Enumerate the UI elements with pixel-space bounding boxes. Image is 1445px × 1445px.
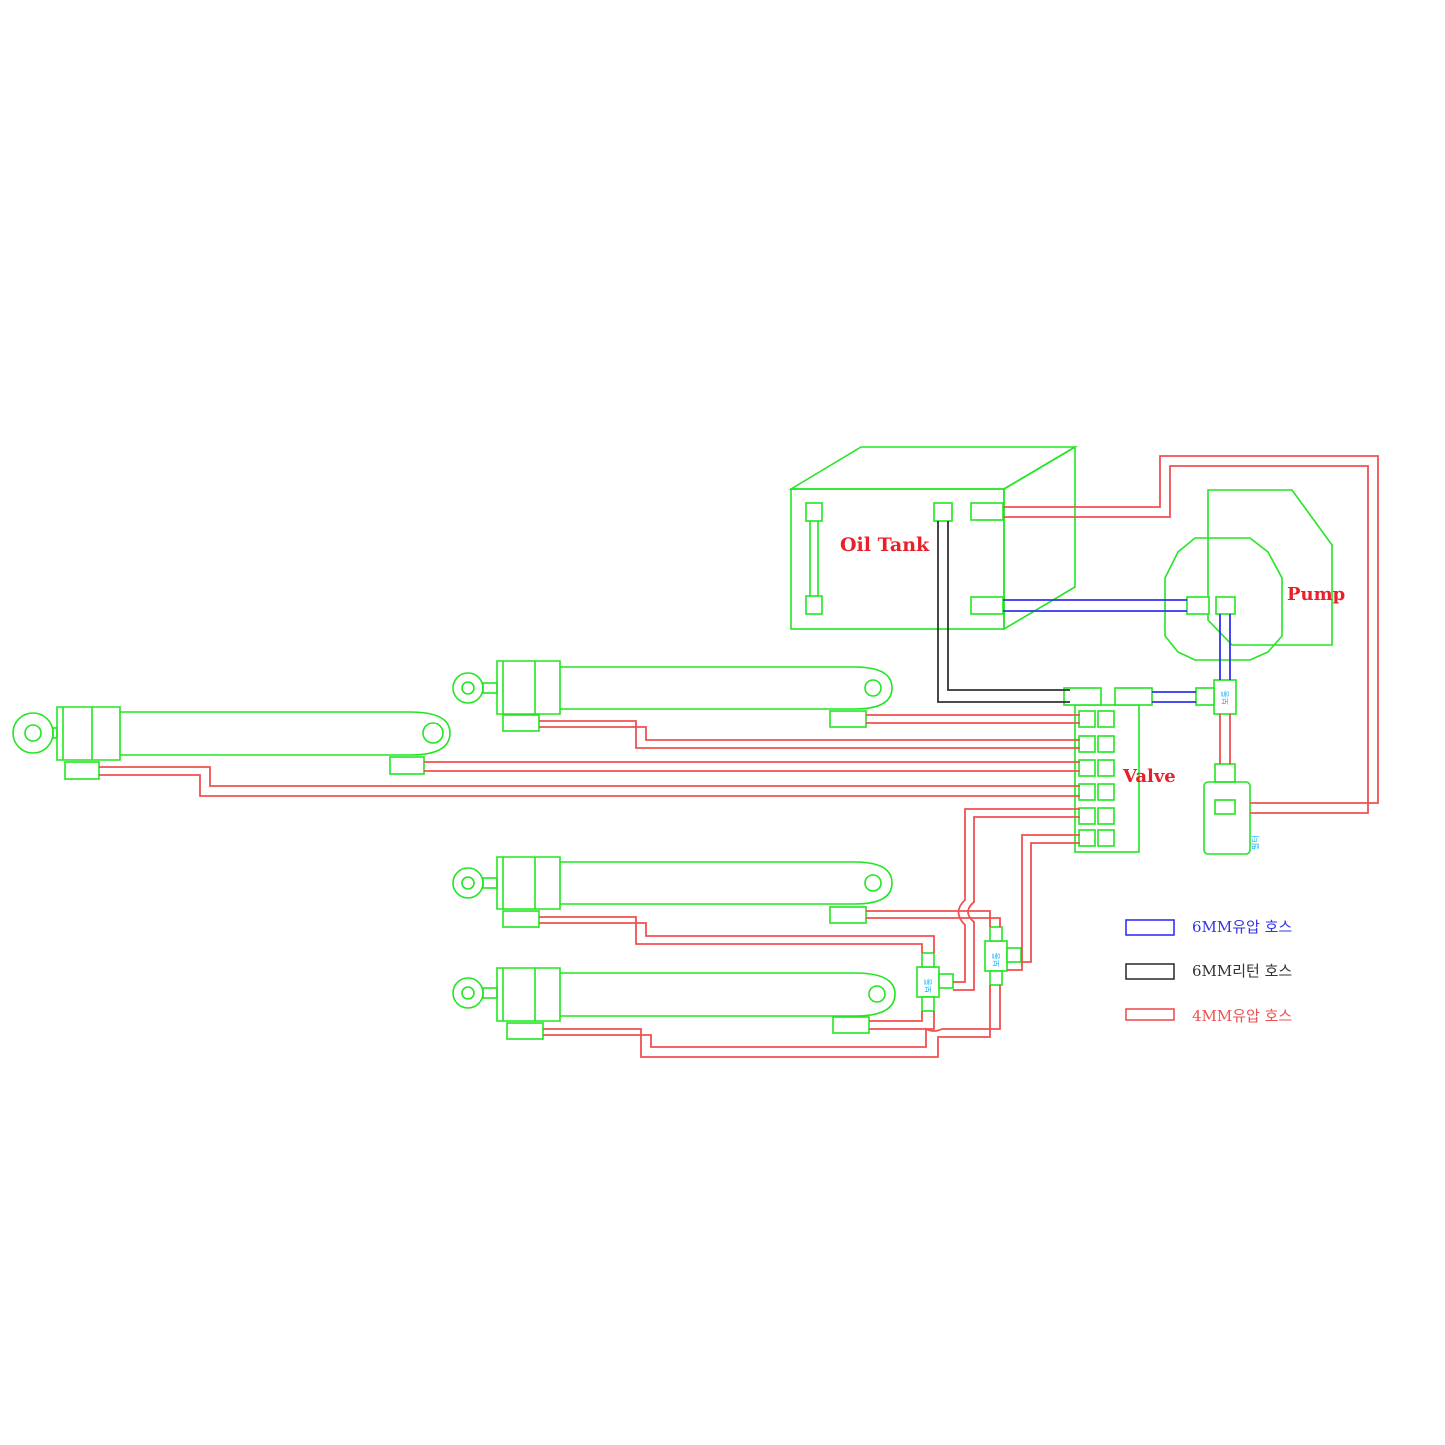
svg-text:4MM유압 호스: 4MM유압 호스	[1192, 1007, 1292, 1025]
pump: Pump	[1164, 489, 1345, 661]
cylinder-3	[452, 856, 893, 928]
legend-item-4mm-pressure: 4MM유압 호스	[1125, 1007, 1292, 1025]
filter-hoses	[1003, 455, 1379, 814]
valve-port	[1097, 735, 1115, 753]
pump-label: Pump	[1287, 584, 1345, 605]
valve-port	[1078, 783, 1096, 801]
valve-port	[1078, 807, 1096, 825]
valve-block: Valve	[1063, 687, 1176, 853]
valve-label: Valve	[1122, 766, 1176, 787]
cylinder-4	[452, 967, 896, 1040]
legend-swatch-blue	[1125, 919, 1175, 936]
oil-tank-label: Oil Tank	[840, 534, 930, 556]
pressure-hose-6mm	[1003, 599, 1231, 703]
legend: 6MM유압 호스 6MM리턴 호스 4MM유압 호스	[1125, 918, 1292, 1025]
valve-port	[1078, 759, 1096, 777]
pump-tee: 보통	[1195, 679, 1237, 715]
return-hose	[937, 521, 1070, 703]
svg-text:보통: 보통	[924, 978, 933, 993]
valve-port	[1078, 710, 1096, 728]
valve-port	[1097, 759, 1115, 777]
valve-port	[1097, 783, 1115, 801]
valve-port	[1097, 807, 1115, 825]
legend-swatch-red	[1125, 1008, 1175, 1021]
tee-right: 보통	[984, 926, 1022, 986]
svg-text:보통: 보통	[1221, 690, 1230, 705]
legend-item-6mm-pressure: 6MM유압 호스	[1125, 918, 1292, 936]
filter: 필터	[1203, 763, 1260, 855]
legend-item-6mm-return: 6MM리턴 호스	[1125, 962, 1292, 980]
legend-swatch-black	[1125, 963, 1175, 980]
cylinder-2	[452, 660, 893, 732]
tee-left: 보통	[916, 952, 954, 1012]
cylinder-1	[12, 706, 451, 780]
valve-port	[1097, 829, 1115, 847]
svg-text:6MM리턴 호스: 6MM리턴 호스	[1192, 962, 1292, 980]
svg-text:6MM유압 호스: 6MM유압 호스	[1192, 918, 1292, 936]
valve-port	[1097, 710, 1115, 728]
svg-text:보통: 보통	[992, 952, 1001, 967]
svg-text:필터: 필터	[1250, 835, 1260, 850]
valve-port	[1078, 735, 1096, 753]
cylinder-hoses	[99, 714, 1080, 1058]
valve-port	[1078, 829, 1096, 847]
oil-tank: Oil Tank	[788, 445, 1078, 631]
